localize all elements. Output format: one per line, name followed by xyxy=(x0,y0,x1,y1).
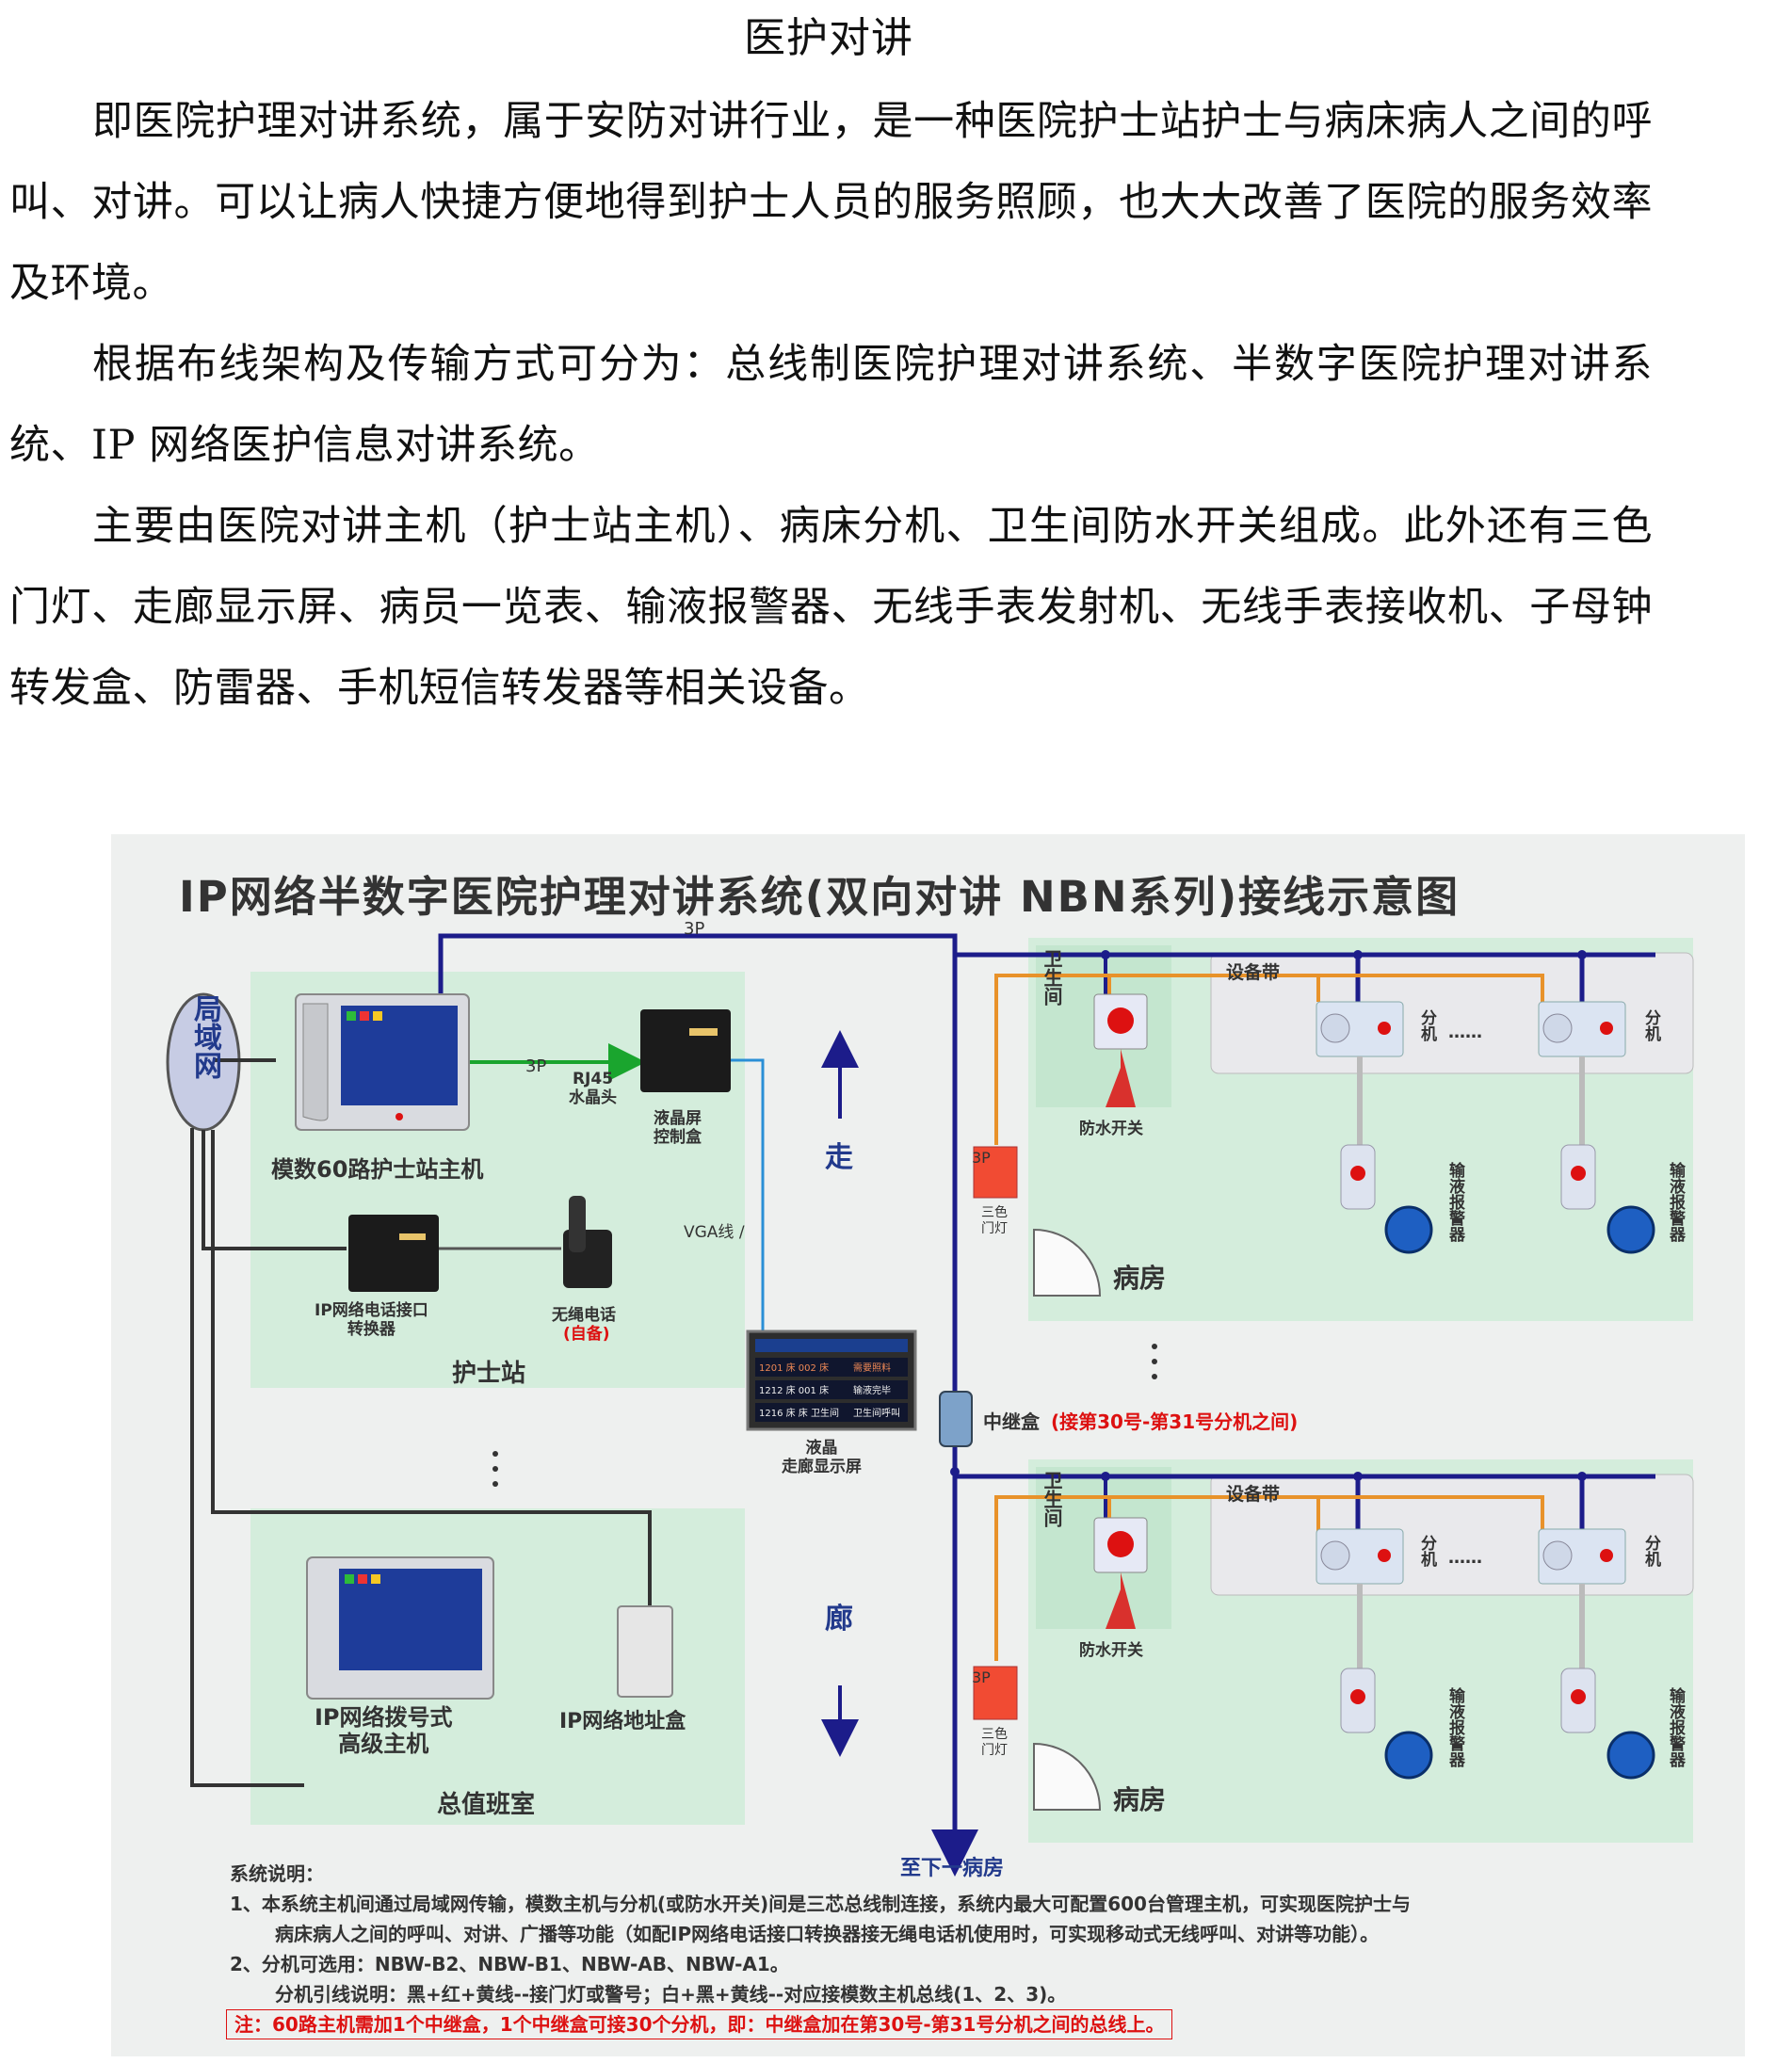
vga-label: VGA线 / xyxy=(684,1223,745,1242)
ip-address-box-label: IP网络地址盒 xyxy=(559,1710,686,1733)
corridor-label-bottom: 廊 xyxy=(825,1603,853,1636)
cordless-phone-note: (自备) xyxy=(563,1325,610,1344)
extension-label: 分机 xyxy=(1417,1535,1436,1567)
display-row-right: 需要照料 xyxy=(853,1363,891,1374)
ward-label: 病房 xyxy=(1113,1784,1167,1815)
relay-box-device xyxy=(939,1391,973,1447)
ward-1-devices xyxy=(973,993,1655,1297)
ward-label: 病房 xyxy=(1113,1263,1167,1294)
display-row-left: 1212 床 001 床 xyxy=(759,1386,830,1396)
waterproof-switch-label: 防水开关 xyxy=(1079,1641,1143,1660)
paragraph: 主要由医院对讲主机（护士站主机）、病床分机、卫生间防水开关组成。此外还有三色门灯… xyxy=(9,503,1653,712)
infusion-alarm-label: 输液报警器 xyxy=(1666,1162,1685,1242)
notes-title: 系统说明： xyxy=(230,1862,324,1885)
corridor-label-top: 走 xyxy=(825,1141,853,1174)
system-notes: 系统说明： 1、本系统主机间通过局域网传输，模数主机与分机(或防水开关)间是三芯… xyxy=(226,1859,1755,2039)
infusion-alarm-label: 输液报警器 xyxy=(1445,1162,1464,1242)
nurse-host-label: 模数60路护士站主机 xyxy=(271,1156,484,1183)
bathroom-label: 卫生间 xyxy=(1041,1471,1063,1527)
ip-phone-converter-label: IP网络电话接口 转换器 xyxy=(315,1301,428,1339)
paragraph: 根据布线架构及传输方式可分为：总线制医院护理对讲系统、半数字医院护理对讲系统、I… xyxy=(9,341,1653,469)
display-row-left: 1201 床 002 床 xyxy=(759,1363,830,1374)
equipment-belt-label: 设备带 xyxy=(1226,962,1281,983)
ip-dial-host-label: IP网络拨号式 高级主机 xyxy=(315,1704,453,1757)
handset xyxy=(302,1003,329,1121)
extension-label: 分机 xyxy=(1417,1009,1436,1041)
warning-note: 注：60路主机需加1个中继盒，1个中继盒可接30个分机，即：中继盒加在第30号-… xyxy=(226,2009,1173,2039)
duty-room-label: 总值班室 xyxy=(437,1791,536,1819)
extension-ellipsis: …… xyxy=(1448,1548,1482,1568)
ip-phone-converter-device xyxy=(348,1215,439,1292)
cable-3p-label: 3P xyxy=(525,1056,547,1076)
extension-label: 分机 xyxy=(1641,1535,1660,1567)
display-row-right: 输液完毕 xyxy=(853,1386,891,1396)
lan-wiring xyxy=(190,1058,652,1787)
wiring-diagram: IP网络半数字医院护理对讲系统(双向对讲 NBN系列)接线示意图 局域网 模数6… xyxy=(111,834,1745,2056)
note-line: 1、本系统主机间通过局域网传输，模数主机与分机(或防水开关)间是三芯总线制连接，… xyxy=(230,1893,1411,1915)
infusion-alarm-label: 输液报警器 xyxy=(1445,1687,1464,1767)
cable-3p-label: 3P xyxy=(972,1149,991,1167)
display-row-left: 1216 床 床 卫生间 xyxy=(759,1409,839,1419)
note-line: 分机引线说明：黑+红+黄线--接门灯或警号；白+黑+黄线--对应接模数主机总线(… xyxy=(275,1983,1067,2006)
ellipsis-dots xyxy=(492,1344,1157,1487)
ward-2-devices xyxy=(973,1517,1655,1811)
lan-label: 局域网 xyxy=(188,994,221,1079)
lcd-control-box xyxy=(640,1009,731,1092)
page-title: 医护对讲 xyxy=(744,14,913,62)
to-next-ward-label: 至下一病房 xyxy=(900,1857,1005,1880)
cable-3p-top-label: 3P xyxy=(684,919,705,939)
rj45-label: RJ45 水晶头 xyxy=(569,1070,617,1107)
nurse-station-label: 护士站 xyxy=(452,1360,526,1388)
cable-3p-label: 3P xyxy=(972,1668,991,1686)
relay-box-label: 中继盒 xyxy=(983,1410,1040,1433)
ip-address-box-device xyxy=(617,1605,673,1698)
three-color-light-label: 三色 门灯 xyxy=(981,1205,1008,1236)
diagram-title: IP网络半数字医院护理对讲系统(双向对讲 NBN系列)接线示意图 xyxy=(179,872,1461,922)
waterproof-switch-label: 防水开关 xyxy=(1079,1120,1143,1138)
paragraph: 即医院护理对讲系统，属于安防对讲行业，是一种医院护士站护士与病床病人之间的呼叫、… xyxy=(9,98,1653,307)
three-color-light-label: 三色 门灯 xyxy=(981,1727,1008,1758)
cordless-phone-label: 无绳电话 xyxy=(552,1306,616,1325)
nurse-host-screen xyxy=(341,1006,458,1105)
note-line: 病床病人之间的呼叫、对讲、广播等功能（如配IP网络电话接口转换器接无绳电话机使用… xyxy=(275,1923,1380,1945)
lcd-controller-label: 液晶屏 控制盒 xyxy=(654,1109,702,1147)
bus-junctions xyxy=(950,950,1587,1481)
note-line: 2、分机可选用：NBW-B2、NBW-B1、NBW-AB、NBW-A1。 xyxy=(230,1953,789,1975)
infusion-alarm-label: 输液报警器 xyxy=(1666,1687,1685,1767)
equipment-belt-label: 设备带 xyxy=(1226,1484,1281,1505)
extension-label: 分机 xyxy=(1641,1009,1660,1041)
display-row-right: 卫生间呼叫 xyxy=(853,1409,900,1419)
corridor-display-label: 液晶 走廊显示屏 xyxy=(782,1439,862,1476)
bathroom-label: 卫生间 xyxy=(1041,949,1063,1006)
diagram-graphics xyxy=(111,834,1745,2056)
relay-box-note: (接第30号-第31号分机之间) xyxy=(1051,1410,1299,1433)
extension-ellipsis: …… xyxy=(1448,1023,1482,1042)
